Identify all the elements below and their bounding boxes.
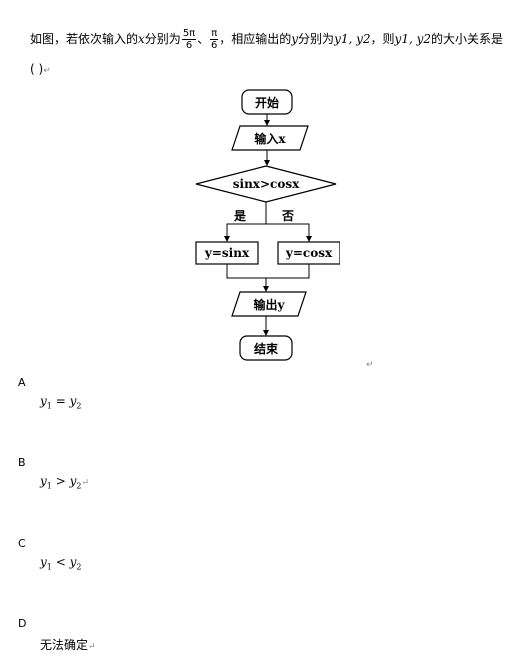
arrow-to-no — [266, 223, 312, 242]
stem-mid4: ，则 — [370, 32, 395, 46]
option-a-letter[interactable]: A — [18, 376, 26, 389]
input-label: 输入x — [254, 131, 286, 146]
flowchart: 开始 输入x sinx>cosx 是 否 y=sinx y=cosx 输出y 结… — [190, 86, 340, 370]
start-label: 开始 — [255, 95, 279, 110]
stem-mid2: ，相应输出的 — [219, 32, 292, 46]
stem-mid3: 分别为 — [298, 32, 335, 46]
stem-sep: 、 — [197, 32, 210, 46]
option-a-body[interactable]: y1 = y2 — [40, 394, 82, 411]
option-b-body[interactable]: y1 > y2↵ — [40, 474, 90, 491]
end-label: 结束 — [254, 341, 279, 356]
assign-yes-label: y=sinx — [204, 246, 250, 260]
flowchart-svg: 开始 输入x sinx>cosx 是 否 y=sinx y=cosx 输出y 结… — [195, 89, 340, 361]
input-box — [231, 125, 309, 151]
stem-suffix: 的大小关系是 — [431, 32, 504, 46]
output-label: 输出y — [254, 297, 286, 312]
answer-blank: ( )↵ — [30, 62, 51, 76]
y-pair: y1, y2 — [334, 32, 371, 46]
yes-label: 是 — [233, 209, 247, 223]
y-pair-2: y1, y2 — [394, 32, 432, 46]
assign-no-label: y=cosx — [285, 246, 333, 260]
return-mark-figure: ↵ — [366, 360, 374, 370]
stem-mid1: 分别为 — [144, 32, 181, 46]
merge-no — [266, 264, 310, 279]
return-mark: ↵ — [43, 66, 51, 76]
condition-label: sinx>cosx — [233, 177, 300, 191]
output-box — [231, 291, 307, 317]
option-b-letter[interactable]: B — [18, 456, 26, 469]
merge-yes — [226, 264, 266, 279]
arrow-to-yes — [224, 223, 266, 242]
var-x: x — [138, 32, 145, 46]
stem-prefix: 如图，若依次输入的 — [30, 32, 139, 46]
var-y: y — [291, 32, 299, 46]
option-c-body[interactable]: y1 < y2 — [40, 555, 82, 572]
option-d-body[interactable]: 无法确定↵ — [40, 638, 96, 652]
option-d-letter[interactable]: D — [18, 617, 27, 630]
no-label: 否 — [281, 209, 294, 223]
end-box — [239, 335, 293, 361]
option-c-letter[interactable]: C — [18, 537, 26, 550]
